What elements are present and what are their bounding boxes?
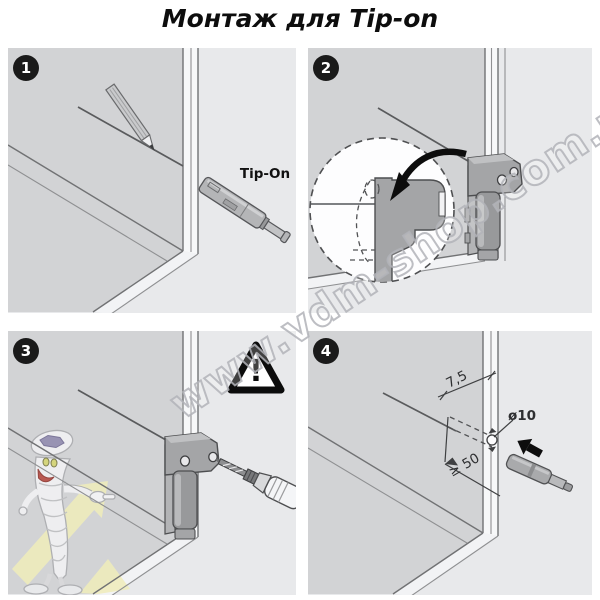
- pencil-marked-line: [77, 106, 184, 167]
- hole-diameter-label: ø10: [508, 408, 536, 424]
- step-number: 2: [321, 59, 331, 77]
- tip-on-unit: [198, 176, 291, 244]
- step-number: 3: [21, 342, 31, 360]
- cabinet-bottom-edge: [93, 251, 198, 313]
- pencil-icon: [105, 83, 155, 151]
- panel-step-3: ! 3: [8, 331, 296, 595]
- pencil-marked-line: [77, 389, 167, 441]
- mounted-tip-on-unit: [164, 432, 220, 540]
- mounted-tip-on-unit: [464, 153, 523, 261]
- insert-arrow-icon: [517, 438, 543, 458]
- step-badge: 3: [13, 338, 39, 364]
- adapter-cross-section: [310, 177, 446, 282]
- page-title: Монтаж для Tip-on: [161, 4, 439, 33]
- step-badge: 2: [313, 55, 339, 81]
- panel-step-4: 7,5 ≥ 50 ø10: [308, 331, 592, 595]
- pencil-marked-line: [382, 392, 457, 432]
- drill-body: [263, 476, 296, 510]
- tip-on-label: Tip-On: [240, 166, 290, 182]
- tip-on-unit: [505, 453, 574, 492]
- step-badge: 1: [13, 55, 39, 81]
- screw-mascot-icon: [18, 429, 116, 595]
- step-number: 1: [21, 59, 31, 77]
- smile-mouth: [37, 468, 55, 483]
- mascot-watermark: [12, 429, 130, 595]
- panel-step-1: Tip-On 1: [8, 48, 296, 313]
- screw-hole: [509, 166, 519, 178]
- exclamation-mark: !: [249, 354, 263, 389]
- eye: [42, 457, 50, 467]
- eye: [50, 458, 58, 468]
- panel-step-2: 2: [308, 48, 592, 313]
- curved-arrow-icon: [390, 148, 467, 201]
- screw-hole: [496, 174, 508, 186]
- pointing-hand: [102, 493, 116, 500]
- warning-triangle-icon: !: [227, 341, 285, 394]
- screw-slot: [39, 434, 65, 449]
- cabinet-side-panel: [8, 48, 183, 312]
- adapter-footprint: [444, 416, 494, 463]
- drill-icon: [215, 458, 296, 510]
- cabinet-bottom-edge: [393, 533, 498, 595]
- cabinet-edge-lines: [8, 48, 199, 313]
- step-badge: 4: [313, 338, 339, 364]
- drill-hole: [486, 434, 498, 446]
- dimension-hole-diameter: ø10: [486, 408, 536, 452]
- step-number: 4: [321, 342, 331, 360]
